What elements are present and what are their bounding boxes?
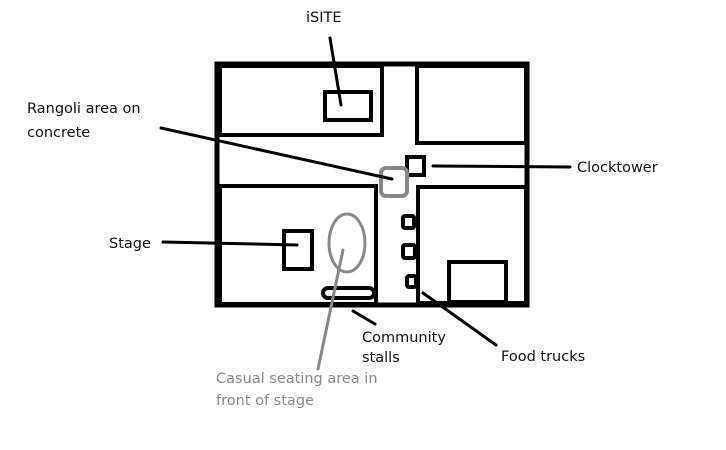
- seating-label-line1: Casual seating area in: [216, 371, 378, 387]
- rangoli-label-line1: Rangoli area on: [27, 101, 141, 117]
- building-bottom-right: [447, 260, 508, 304]
- stage: [282, 229, 314, 271]
- seating-leader-line: [316, 248, 345, 371]
- clocktower-label: Clocktower: [577, 160, 658, 176]
- isite-leader-line: [328, 36, 343, 107]
- rangoli-label-line2: concrete: [27, 125, 91, 141]
- food-trucks-leader-line: [421, 291, 498, 347]
- isite-building: [323, 90, 373, 122]
- clocktower: [405, 155, 426, 177]
- stage-label: Stage: [109, 236, 151, 252]
- stage-leader-line: [161, 240, 299, 247]
- block-bottom-left: [218, 184, 378, 306]
- rangoli-area: [379, 166, 409, 198]
- block-top-right: [415, 64, 528, 145]
- community-label-line2: stalls: [362, 350, 400, 366]
- seating-area: [327, 212, 367, 274]
- rangoli-leader-line: [159, 126, 394, 181]
- clocktower-leader-line: [431, 164, 572, 169]
- food-truck: [401, 243, 417, 260]
- community-leader-line: [351, 309, 377, 326]
- community-label-line1: Community: [362, 330, 446, 346]
- seating-label-line2: front of stage: [216, 393, 314, 409]
- isite-label: iSITE: [306, 10, 342, 26]
- community-stalls: [321, 286, 376, 300]
- block-top-left: [218, 64, 384, 137]
- food-truck: [405, 274, 418, 289]
- block-bottom-right: [416, 185, 528, 305]
- food-trucks-label: Food trucks: [501, 349, 586, 365]
- food-truck: [401, 214, 416, 230]
